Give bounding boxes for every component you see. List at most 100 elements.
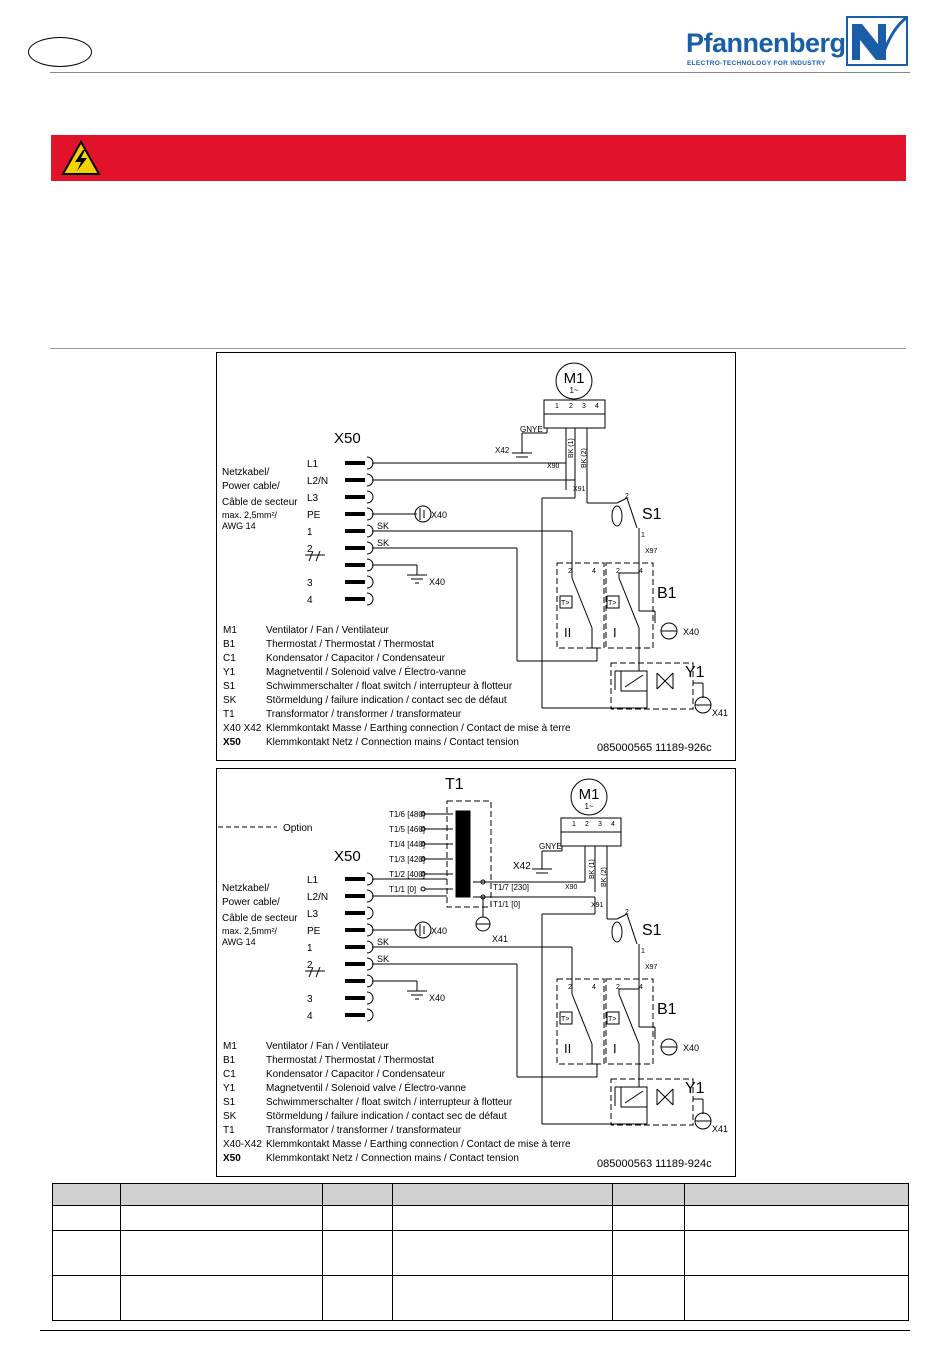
table-row — [52, 1275, 909, 1321]
m1-pin: 4 — [611, 821, 615, 828]
x40-label: X40 — [683, 627, 699, 637]
t1-output: T1/7 [230] — [493, 883, 529, 892]
legend-text: Störmeldung / failure indication / conta… — [266, 695, 507, 706]
table-row — [52, 1205, 909, 1231]
header-divider — [50, 72, 910, 73]
terminal-label: 3 — [307, 994, 313, 1005]
option-label: Option — [283, 823, 312, 834]
power-cable-label: max. 2,5mm²/ — [222, 510, 278, 520]
sk-label: SK — [377, 521, 389, 531]
danger-warning-bar — [51, 135, 906, 181]
legend-text: Transformator / transformer / transforma… — [266, 1125, 462, 1136]
wiring-diagram-2: T1 Option T1/6 [480] T1/5 [460] T1/4 [44… — [216, 768, 736, 1177]
bk2-label: BK (2) — [601, 867, 608, 887]
terminal-label: 1 — [307, 527, 313, 538]
s1-label: S1 — [642, 506, 662, 523]
wiring-diagram-1: M1 1~ 1 2 3 4 GNYE X42 X90 X91 BK (1) BK… — [216, 352, 736, 761]
contact-number: 4 — [639, 984, 643, 991]
legend-text: Schwimmerschalter / float switch / inter… — [266, 681, 513, 692]
x42-label: X42 — [513, 861, 531, 872]
language-oval — [28, 37, 92, 67]
x91-label: X91 — [591, 902, 604, 909]
bk1-label: BK (1) — [589, 859, 596, 879]
legend-code: Y1 — [223, 667, 236, 678]
legend-code: SK — [223, 1111, 237, 1122]
t1-label: T1 — [445, 776, 464, 793]
gnye-label: GNYE — [539, 842, 562, 851]
terminal-label: PE — [307, 510, 321, 521]
m1-pin: 1 — [555, 403, 559, 410]
legend-code: M1 — [223, 625, 237, 636]
power-cable-label: max. 2,5mm²/ — [222, 926, 278, 936]
thermostat-i: I — [613, 625, 617, 640]
terminal-label: 2 — [307, 544, 313, 555]
t1-tap: T1/5 [460] — [389, 825, 425, 834]
m1-pin: 4 — [595, 403, 599, 410]
thermostat-t: T> — [561, 1016, 569, 1023]
contact-number: 1 — [641, 532, 645, 539]
terminal-label: 4 — [307, 1011, 313, 1022]
power-cable-label: Câble de secteur — [222, 913, 298, 924]
x97-label: X97 — [645, 964, 658, 971]
legend-code: SK — [223, 695, 237, 706]
thermostat-t: T> — [561, 600, 569, 607]
t1-tap: T1/2 [400] — [389, 870, 425, 879]
legend-code: S1 — [223, 1097, 236, 1108]
terminal-label: L3 — [307, 493, 319, 504]
terminal-label: 2 — [307, 960, 313, 971]
legend-code: Y1 — [223, 1083, 236, 1094]
pfannenberg-logo-icon — [846, 16, 908, 66]
legend-code: X50 — [223, 1153, 241, 1164]
m1-pin: 2 — [585, 821, 589, 828]
legend-code: X40 X42 — [223, 723, 262, 734]
brand-name: Pfannenberg — [686, 28, 846, 58]
contact-number: 4 — [592, 984, 596, 991]
brand-tagline: ELECTRO-TECHNOLOGY FOR INDUSTRY — [687, 60, 826, 67]
terminal-label: L1 — [307, 875, 319, 886]
power-cable-label: AWG 14 — [222, 937, 256, 947]
b1-label: B1 — [657, 585, 677, 602]
power-cable-label: AWG 14 — [222, 521, 256, 531]
table-row — [52, 1230, 909, 1276]
y1-label: Y1 — [685, 1080, 705, 1097]
m1-phase: 1~ — [584, 802, 593, 811]
y1-label: Y1 — [685, 664, 705, 681]
x42-label: X42 — [495, 446, 510, 455]
x40-label: X40 — [429, 577, 445, 587]
legend-code: B1 — [223, 639, 236, 650]
m1-pin: 3 — [598, 821, 602, 828]
power-cable-label: Power cable/ — [222, 481, 280, 492]
revision-table — [52, 1183, 909, 1321]
terminal-label: 3 — [307, 578, 313, 589]
legend-text: Ventilator / Fan / Ventilateur — [266, 625, 390, 636]
legend-text: Thermostat / Thermostat / Thermostat — [266, 1055, 434, 1066]
x90-label: X90 — [565, 884, 578, 891]
contact-number: 2 — [625, 493, 629, 500]
legend-code: B1 — [223, 1055, 236, 1066]
sk-label: SK — [377, 937, 389, 947]
legend-text: Magnetventil / Solenoid valve / Électro-… — [266, 1081, 467, 1094]
legend-code: C1 — [223, 653, 236, 664]
diagram-code: 085000565 11189-926c — [597, 742, 712, 754]
x90-label: X90 — [547, 463, 560, 470]
legend-text: Klemmkontakt Netz / Connection mains / C… — [266, 1153, 519, 1164]
terminal-label: 4 — [307, 595, 313, 606]
contact-number: 1 — [641, 948, 645, 955]
legend-text: Schwimmerschalter / float switch / inter… — [266, 1097, 513, 1108]
terminal-label: L1 — [307, 459, 319, 470]
contact-number: 2 — [568, 984, 572, 991]
s1-label: S1 — [642, 922, 662, 939]
diagram-code: 085000563 11189-924c — [597, 1158, 712, 1170]
x40-label: X40 — [431, 510, 447, 520]
contact-number: 2 — [568, 568, 572, 575]
sk-label: SK — [377, 954, 389, 964]
thermostat-ii: II — [564, 625, 571, 640]
legend-text: Ventilator / Fan / Ventilateur — [266, 1041, 390, 1052]
section-divider — [50, 348, 906, 349]
thermostat-i: I — [613, 1041, 617, 1056]
bk2-label: BK (2) — [581, 448, 588, 468]
m1-phase: 1~ — [569, 386, 578, 395]
footer-divider — [40, 1330, 910, 1331]
thermostat-t: T> — [608, 1016, 616, 1023]
t1-tap: T1/1 [0] — [389, 885, 416, 894]
